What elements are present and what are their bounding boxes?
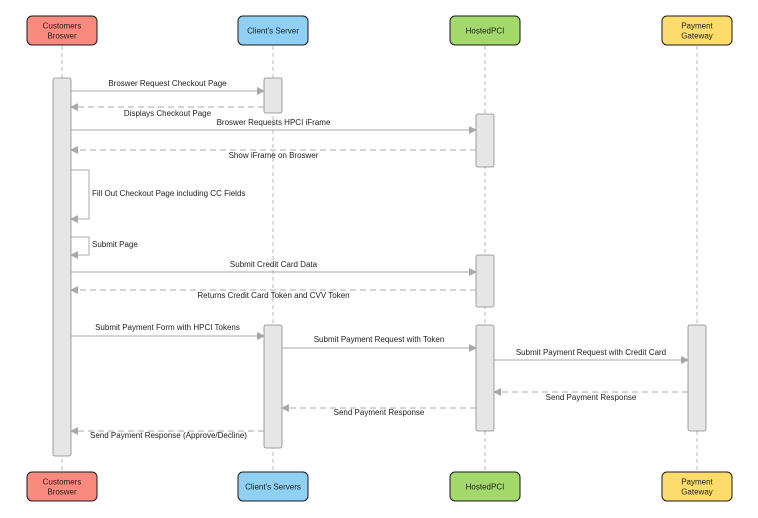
message-12: Send Payment Response — [493, 388, 688, 402]
actor-label: Customers — [43, 478, 82, 487]
message-13: Send Payment Response — [281, 404, 476, 417]
actor-label: Payment — [681, 22, 713, 31]
actor-box — [26, 471, 98, 502]
actor-label: Client's Server — [247, 27, 299, 36]
actor-label: Payment — [681, 478, 713, 487]
actor-box — [449, 15, 521, 46]
actor-hostedpci-bottom: HostedPCI — [449, 471, 521, 502]
activation-bar-customer — [52, 77, 72, 457]
message-11: Submit Payment Request with Credit Card — [494, 348, 689, 364]
actor-label: Gateway — [681, 32, 713, 41]
actor-label: HostedPCI — [466, 27, 505, 36]
activation-bar-hostedpci — [475, 254, 495, 308]
actor-server-bottom: Client's Servers — [237, 471, 309, 502]
message-label: Fill Out Checkout Page including CC Fiel… — [92, 189, 245, 198]
message-label: Submit Payment Request with Token — [314, 335, 445, 344]
message-label: Submit Payment Request with Credit Card — [516, 348, 666, 357]
message-14: Send Payment Response (Approve/Decline) — [70, 427, 264, 440]
message-label: Submit Payment Form with HPCI Tokens — [95, 323, 240, 332]
actor-label: Broswer — [47, 32, 77, 41]
actor-label: Gateway — [681, 488, 713, 497]
message-label: Broswer Requests HPCI iFrame — [217, 118, 331, 127]
actor-box — [26, 15, 98, 46]
message-9: Submit Payment Form with HPCI Tokens — [71, 323, 265, 340]
message-8: Returns Credit Card Token and CVV Token — [70, 286, 476, 300]
message-5: Fill Out Checkout Page including CC Fiel… — [70, 169, 245, 223]
message-label: Submit Credit Card Data — [230, 260, 318, 269]
actor-label: Client's Servers — [245, 483, 301, 492]
message-label: Show iFrame on Broswer — [229, 151, 319, 160]
actor-hostedpci-top: HostedPCI — [449, 15, 521, 46]
message-2: Displays Checkout Page — [70, 103, 264, 118]
message-label: Send Payment Response — [546, 393, 637, 402]
activation-bar-server — [263, 324, 283, 449]
activation-bar-gateway — [687, 324, 707, 432]
message-3: Broswer Requests HPCI iFrame — [71, 118, 477, 134]
message-1: Broswer Request Checkout Page — [71, 79, 265, 95]
actor-box — [661, 15, 733, 46]
actor-box — [661, 471, 733, 502]
actor-label: Broswer — [47, 488, 77, 497]
actor-box — [237, 15, 309, 46]
message-4: Show iFrame on Broswer — [70, 146, 476, 160]
message-label: Returns Credit Card Token and CVV Token — [197, 291, 349, 300]
activation-bar-server — [263, 77, 283, 114]
actor-box — [237, 471, 309, 502]
message-7: Submit Credit Card Data — [71, 260, 477, 276]
message-label: Send Payment Response — [334, 408, 425, 417]
message-label: Displays Checkout Page — [124, 109, 212, 118]
self-message-arrow — [70, 236, 90, 259]
actor-box — [449, 471, 521, 502]
message-label: Broswer Request Checkout Page — [108, 79, 227, 88]
message-label: Send Payment Response (Approve/Decline) — [90, 431, 247, 440]
activation-bar-hostedpci — [475, 113, 495, 168]
actor-server-top: Client's Server — [237, 15, 309, 46]
actor-label: Customers — [43, 22, 82, 31]
actor-label: HostedPCI — [466, 483, 505, 492]
self-message-arrow — [70, 169, 90, 223]
message-label: Submit Page — [92, 240, 138, 249]
activation-bar-hostedpci — [475, 324, 495, 432]
message-6: Submit Page — [70, 236, 138, 259]
message-10: Submit Payment Request with Token — [282, 335, 477, 352]
